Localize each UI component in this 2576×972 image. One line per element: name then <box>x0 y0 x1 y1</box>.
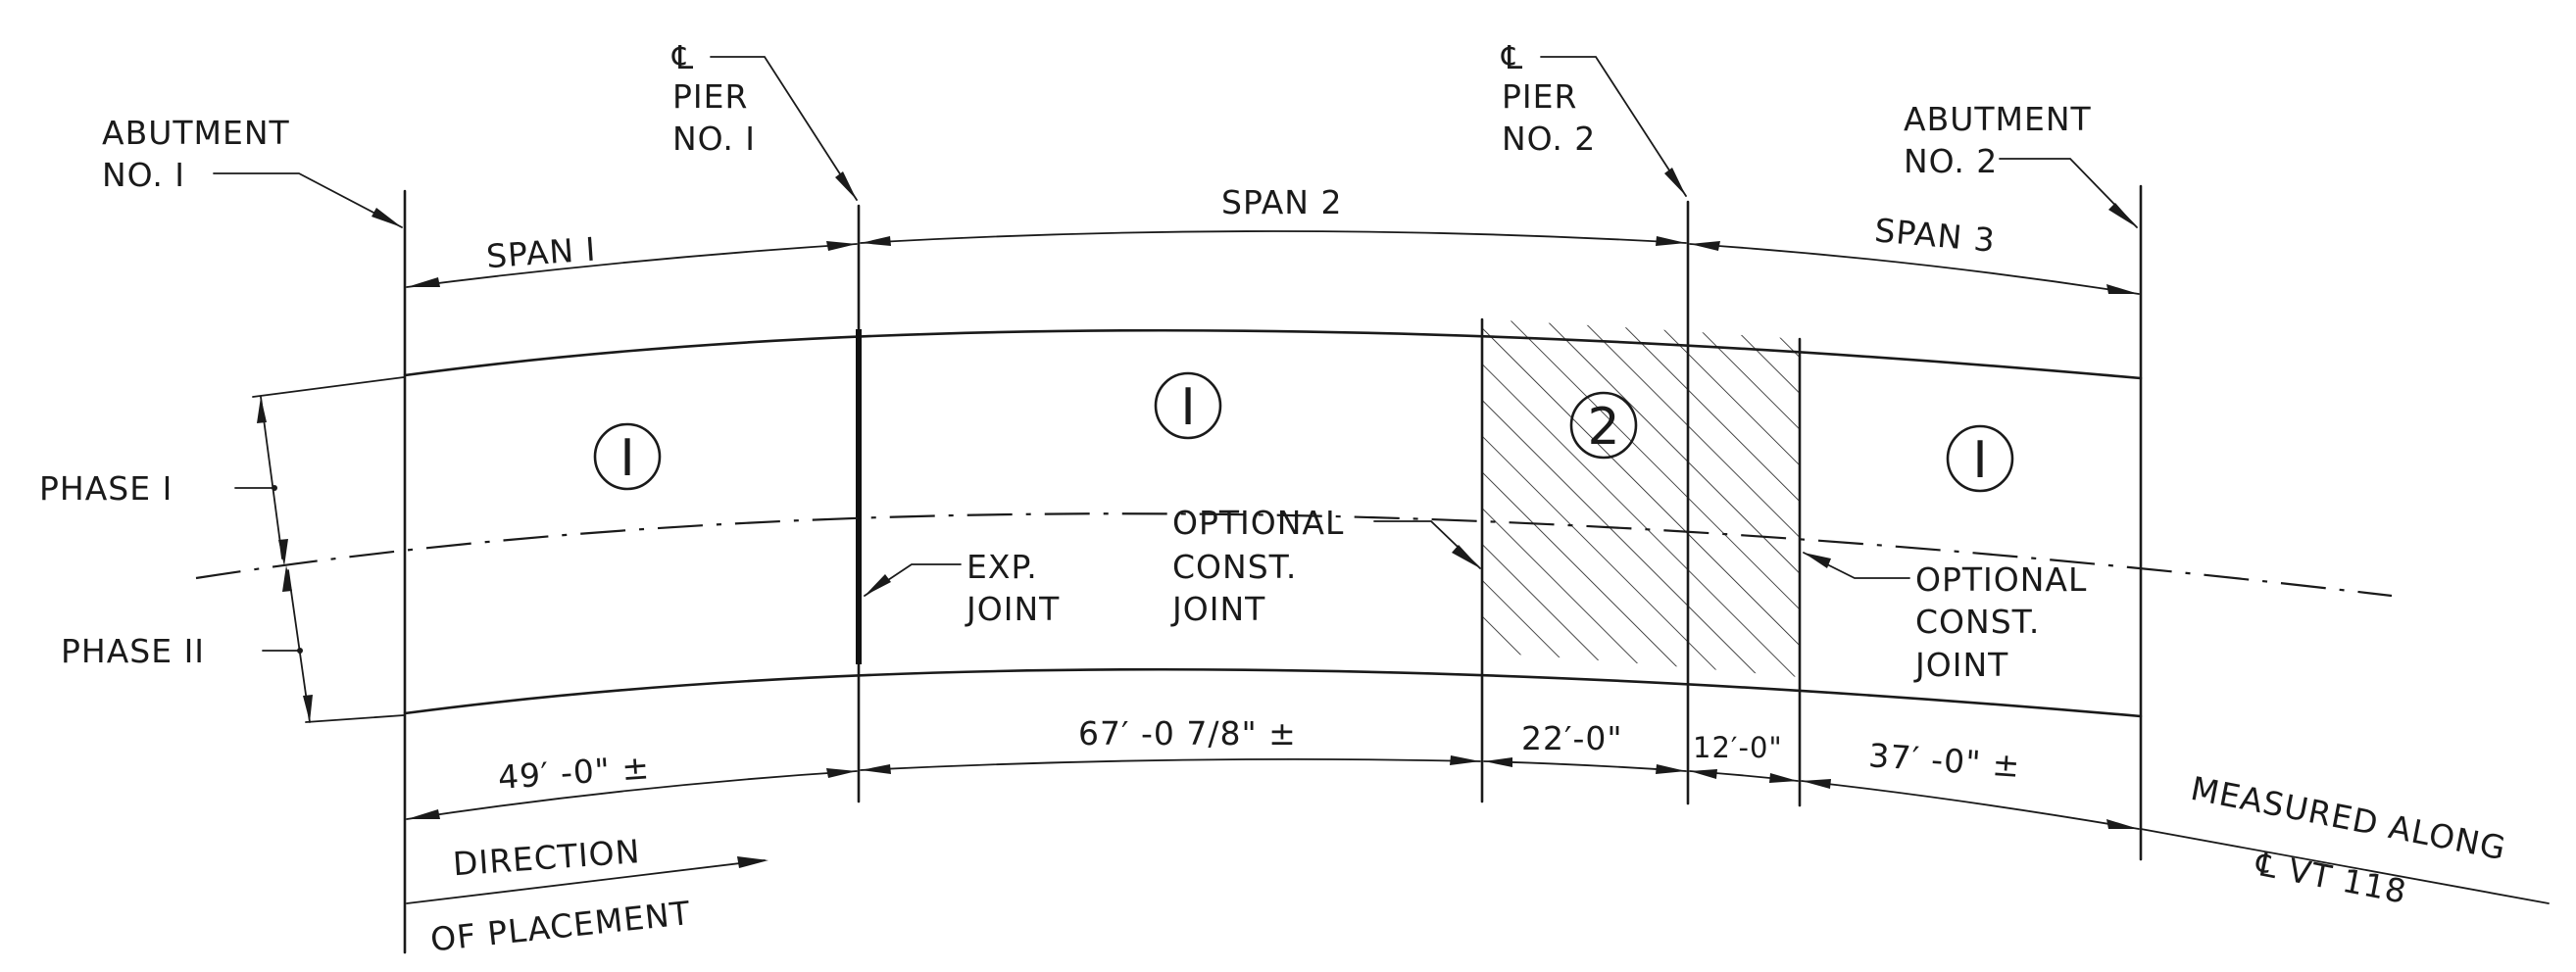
direction-label-line1: DIRECTION <box>452 832 642 883</box>
abutment-2-leader-arrow <box>2108 203 2137 227</box>
dim-12-arrow-left <box>1690 769 1717 779</box>
dim-49-line <box>406 770 858 820</box>
dim-37-line <box>1801 780 2140 830</box>
pier-2-leader-arrow <box>1664 168 1686 196</box>
deck-bottom-edge <box>403 667 2143 718</box>
pier-2-leader <box>1540 56 1687 197</box>
span-3-arrow-right <box>2106 284 2139 294</box>
dim-49-arrow-right <box>826 768 857 778</box>
deck-top-edge <box>403 328 2143 380</box>
pour-1-circle-span3 <box>1946 424 2014 493</box>
dim-37-arrow-right <box>2106 819 2139 829</box>
pour-2-circle <box>1569 391 1638 460</box>
pier-2-label-line1: PIER <box>1502 77 1577 116</box>
pier-1-symbol: ℄ <box>671 38 694 76</box>
span-2-arrow-left <box>861 236 891 246</box>
span-1-dim-line <box>406 243 858 288</box>
span-2-dim-line <box>860 230 1687 244</box>
span-2-label: SPAN 2 <box>1221 183 1342 221</box>
span-2-arrow-right <box>1656 236 1686 246</box>
dim-22-arrow-left <box>1484 757 1512 767</box>
pier-1-label-line1: PIER <box>672 77 748 116</box>
dim-37-arrow-left <box>1802 779 1831 789</box>
optional-joint-right-leader-arrow <box>1804 553 1831 568</box>
phase-bracket-bottom-tick <box>305 714 405 723</box>
optional-joint-right-label-line2: CONST. <box>1915 603 2040 641</box>
phase-2-dot <box>297 648 303 654</box>
abutment-1-leader-arrow <box>372 208 402 227</box>
dim-22-arrow-right <box>1656 764 1686 774</box>
exp-joint-leader <box>864 563 962 597</box>
phase-arrow-3 <box>282 565 292 592</box>
span-3-dim-line <box>1689 243 2140 295</box>
pier-2-symbol: ℄ <box>1501 38 1523 76</box>
pier-1-label-line2: NO. I <box>672 120 756 158</box>
direction-label-line2: OF PLACEMENT <box>428 894 692 959</box>
phase-arrow-1 <box>257 397 267 423</box>
abutment-2-leader <box>1999 158 2138 228</box>
phase-arrow-2 <box>278 539 288 566</box>
pier-1-leader-arrow <box>835 171 857 200</box>
measured-along-label-line2: ℄ VT 118 <box>2252 845 2409 911</box>
optional-joint-left-leader <box>1373 520 1481 569</box>
span-1-label: SPAN I <box>485 230 598 276</box>
pier-1-leader <box>710 56 858 201</box>
optional-joint-left-label-line3: JOINT <box>1170 590 1265 628</box>
optional-joint-left-label-line1: OPTIONAL <box>1172 504 1344 542</box>
span-3-label: SPAN 3 <box>1873 211 1997 260</box>
dim-49-arrow-left <box>407 809 440 819</box>
pour-2-hatched-region <box>1482 319 1800 677</box>
optional-joint-left-leader-arrow <box>1452 545 1480 568</box>
phase-2-label: PHASE II <box>61 632 205 670</box>
abutment-1-leader <box>213 172 403 228</box>
exp-joint-leader-arrow <box>865 574 891 596</box>
dim-67-arrow-right <box>1450 755 1480 765</box>
pour-1-circle-span1 <box>593 422 662 491</box>
span-1-arrow-left <box>407 277 440 287</box>
phase-1-dot <box>272 485 277 491</box>
phase-1-label: PHASE I <box>39 469 173 508</box>
span-1-arrow-right <box>826 241 857 251</box>
dim-12-arrow-right <box>1769 773 1798 783</box>
optional-joint-right-label-line3: JOINT <box>1913 646 2008 684</box>
dim-22-label: 22′-0" <box>1521 719 1623 757</box>
phase-centerline <box>195 512 2393 598</box>
measured-along-line <box>2140 828 2550 904</box>
abutment-1-label-line1: ABUTMENT <box>102 114 290 152</box>
dim-67-arrow-left <box>861 764 891 774</box>
dim-12-label: 12′-0" <box>1693 731 1783 764</box>
measured-along-label-line1: MEASURED ALONG <box>2188 769 2509 868</box>
abutment-2-label-line1: ABUTMENT <box>1904 100 2092 138</box>
direction-arrowhead <box>737 856 768 868</box>
phase-arrow-4 <box>303 695 313 722</box>
exp-joint-label-line1: EXP. <box>966 548 1038 586</box>
pour-number-span3: I <box>1972 431 1987 490</box>
dim-67-label: 67′ -0 7/8" ± <box>1078 714 1297 753</box>
abutment-2-label-line2: NO. 2 <box>1904 142 1998 180</box>
phase-bracket-upper <box>260 396 283 559</box>
dim-37-label: 37′ -0" ± <box>1867 736 2022 785</box>
pour-number-span1: I <box>619 429 634 488</box>
abutment-1-label-line2: NO. I <box>102 156 185 194</box>
pour-1-circle-span2 <box>1154 371 1222 440</box>
phase-bracket-top-tick <box>252 376 405 398</box>
dim-22-line <box>1483 760 1687 772</box>
optional-joint-left-label-line2: CONST. <box>1172 548 1297 586</box>
pour-number-2: 2 <box>1587 398 1619 457</box>
direction-arrow-line <box>406 859 766 904</box>
exp-joint-label-line2: JOINT <box>965 590 1060 628</box>
span-3-arrow-left <box>1690 241 1720 251</box>
dim-49-label: 49′ -0" ± <box>497 748 652 797</box>
pour-number-span2: I <box>1180 378 1195 437</box>
optional-joint-right-label-line1: OPTIONAL <box>1915 560 2087 599</box>
dim-67-line <box>860 757 1481 771</box>
pier-2-label-line2: NO. 2 <box>1502 120 1596 158</box>
